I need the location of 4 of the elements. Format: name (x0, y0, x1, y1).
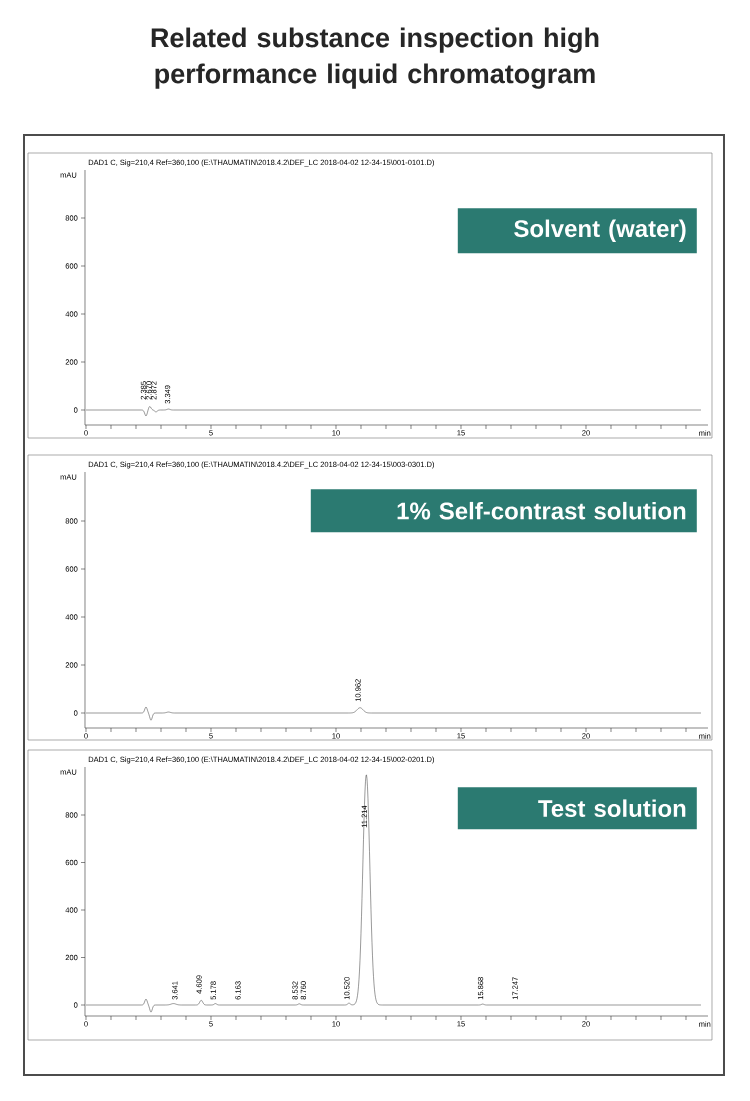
title: Related substance inspection high performance liquid chromatogram (151, 27, 599, 89)
sample-tag: 1% Self-contrast solution (310, 489, 697, 533)
sample-tag: Solvent (water) (457, 208, 697, 254)
sample-tag: Test solution (457, 787, 697, 830)
